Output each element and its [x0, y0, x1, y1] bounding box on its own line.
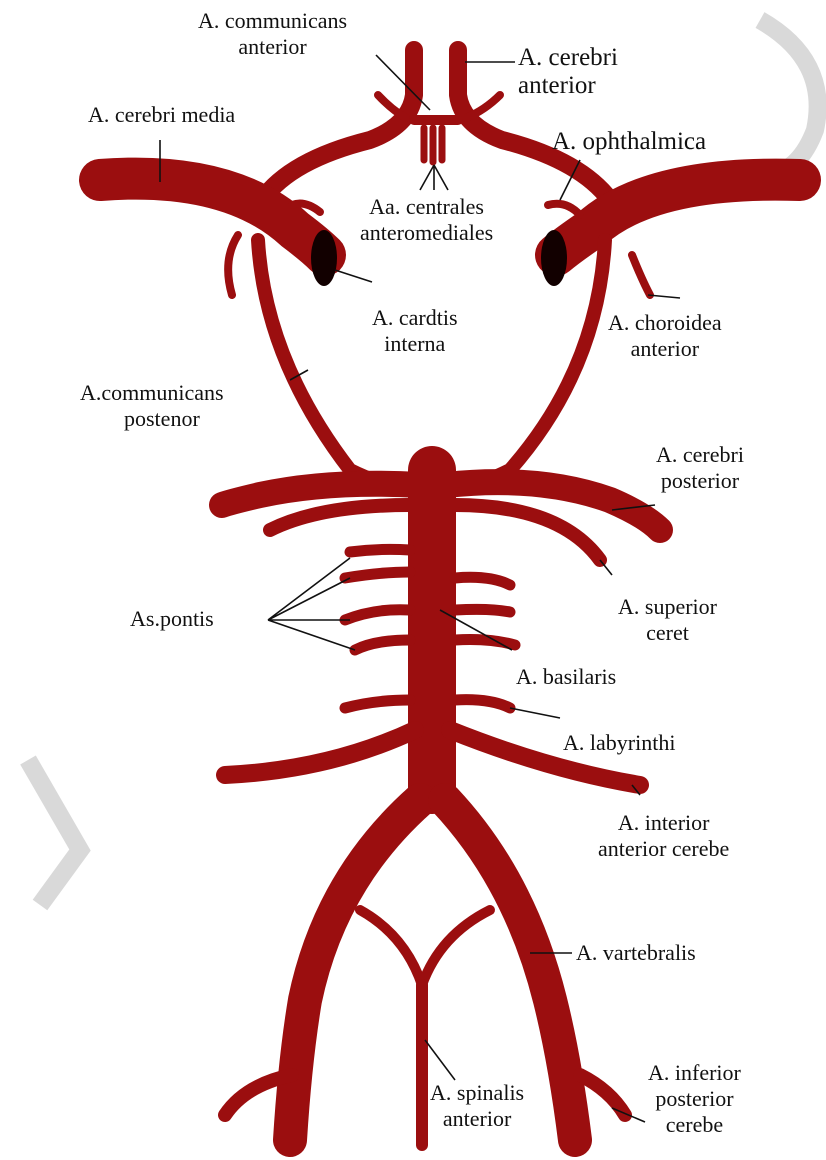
label-line: anterior: [608, 336, 722, 362]
pontine-right-3: [455, 640, 515, 645]
labyrinthine-right: [455, 700, 510, 708]
pontine-right-2: [455, 609, 510, 612]
pontine-left-1: [350, 549, 410, 552]
pontine-left-3: [345, 610, 410, 620]
superior-cerebellar-right: [455, 505, 600, 560]
label-line: As.pontis: [130, 606, 214, 632]
label-a-basilaris: A. basilaris: [516, 664, 616, 690]
label-line: anterior: [198, 34, 347, 60]
label-line: A. labyrinthi: [563, 730, 675, 756]
label-line: anterior cerebe: [598, 836, 729, 862]
label-line: Aa. centrales: [360, 194, 493, 220]
anterior-spinal-right-root: [422, 910, 490, 985]
label-line: A. communicans: [198, 8, 347, 34]
superior-cerebellar-left: [270, 505, 410, 530]
vertebral-artery-left: [290, 800, 420, 1140]
pontine-left-2: [345, 572, 410, 578]
anterior-choroidal-right: [632, 255, 650, 295]
anterior-spinal-left-root: [360, 910, 422, 985]
label-line: postenor: [80, 406, 224, 432]
label-line: anterior: [430, 1106, 524, 1132]
label-line: A. cerebri: [656, 442, 744, 468]
pontine-left-4: [355, 640, 410, 650]
label-line: A. basilaris: [516, 664, 616, 690]
label-line: interna: [372, 331, 458, 357]
anterior-inferior-cerebellar-left: [225, 730, 415, 775]
label-a-cerebri-posterior: A. cerebri posterior: [656, 442, 744, 494]
label-a-choroidea-anterior: A. choroidea anterior: [608, 310, 722, 362]
ophthalmic-right: [548, 204, 580, 215]
label-line: A.communicans: [80, 380, 224, 406]
anterior-choroidal-left: [228, 235, 238, 295]
label-line: anteromediales: [360, 220, 493, 246]
watermark-stroke-left: [28, 760, 80, 905]
label-line: A. vartebralis: [576, 940, 696, 966]
label-a-communicans-anterior: A. communicans anterior: [198, 8, 347, 60]
label-a-vertebralis: A. vartebralis: [576, 940, 696, 966]
label-line: A. interior: [598, 810, 729, 836]
label-line: posterior: [656, 468, 744, 494]
label-a-cerebri-media: A. cerebri media: [88, 102, 235, 128]
posterior-communicating-right: [455, 240, 605, 490]
anterior-cerebral-artery-left: [262, 50, 414, 200]
label-as-pontis: As.pontis: [130, 606, 214, 632]
internal-carotid-lumen-left: [311, 230, 337, 286]
watermark-stroke-top-right: [760, 20, 818, 175]
label-a-carotis-interna: A. cardtis interna: [372, 305, 458, 357]
label-a-spinalis-anterior: A. spinalis anterior: [430, 1080, 524, 1132]
label-a-ophthalmica: A. ophthalmica: [552, 128, 706, 156]
label-aa-centrales-anteromediales: Aa. centrales anteromediales: [360, 194, 493, 246]
label-line: posterior: [648, 1086, 741, 1112]
label-line: anterior: [518, 72, 618, 100]
label-line: A. cardtis: [372, 305, 458, 331]
label-a-cerebri-anterior: A. cerebri anterior: [518, 44, 618, 100]
label-line: ceret: [618, 620, 717, 646]
label-a-inferior-anterior: A. interior anterior cerebe: [598, 810, 729, 862]
label-a-labyrinthi: A. labyrinthi: [563, 730, 675, 756]
pontine-left-5: [345, 700, 410, 708]
label-line: A. inferior: [648, 1060, 741, 1086]
label-a-inferior-posterior: A. inferior posterior cerebe: [648, 1060, 741, 1138]
label-line: A. ophthalmica: [552, 128, 706, 156]
label-a-communicans-posterior: A.communicans postenor: [80, 380, 224, 432]
posterior-communicating-left: [258, 240, 410, 490]
middle-cerebral-artery-left: [100, 179, 325, 255]
label-line: A. cerebri: [518, 44, 618, 72]
label-a-superior-cerebellaris: A. superior ceret: [618, 594, 717, 646]
label-line: A. cerebri media: [88, 102, 235, 128]
pontine-right-1: [455, 577, 510, 585]
label-line: A. choroidea: [608, 310, 722, 336]
label-line: A. spinalis: [430, 1080, 524, 1106]
label-line: cerebe: [648, 1112, 741, 1138]
label-line: A. superior: [618, 594, 717, 620]
internal-carotid-lumen-right: [541, 230, 567, 286]
